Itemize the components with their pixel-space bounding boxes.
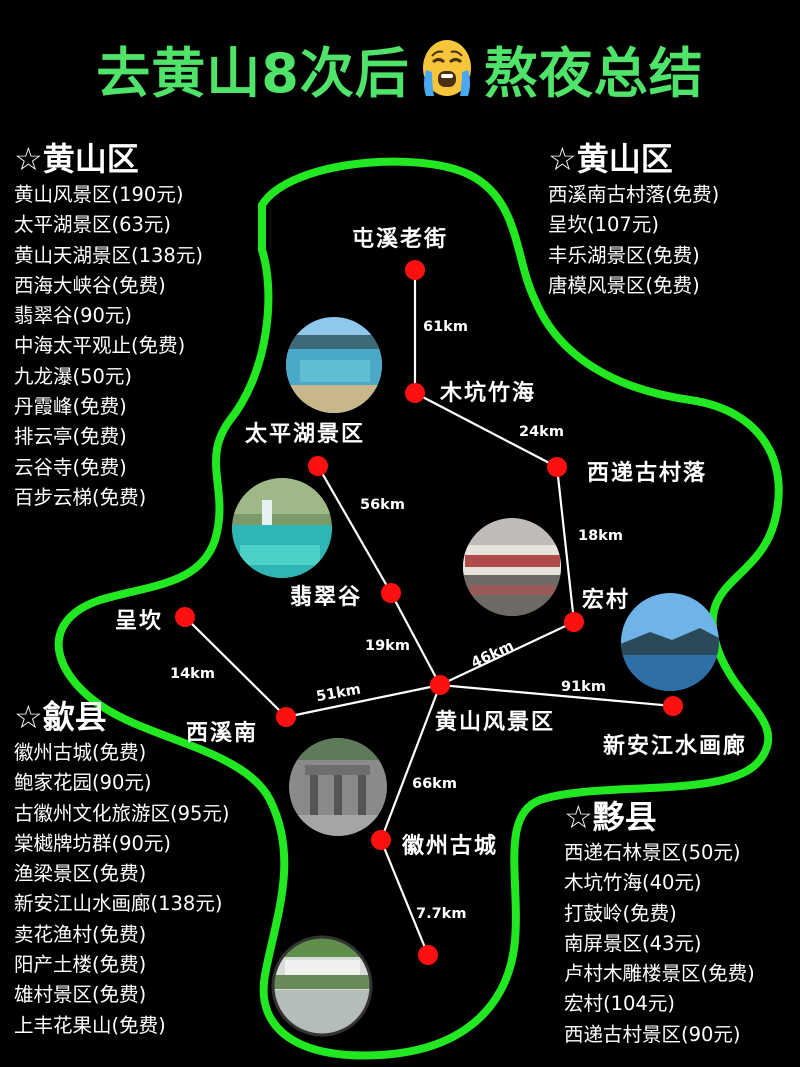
node-hongcun[interactable] xyxy=(564,612,584,632)
list-item: 打鼓岭(免费) xyxy=(564,901,677,925)
list-item: 九龙瀑(50元) xyxy=(14,364,133,388)
node-tunxi[interactable] xyxy=(405,260,425,280)
label-xidi: 西递古村落 xyxy=(587,460,707,486)
region-outline xyxy=(54,157,783,1060)
node-bottom[interactable] xyxy=(418,945,438,965)
list-item: 唐模风景区(免费) xyxy=(548,273,700,297)
label-chengkan: 呈坎 xyxy=(115,608,163,634)
list-item: 西溪南古村落(免费) xyxy=(548,183,720,206)
list-item: 阳产土楼(免费) xyxy=(14,953,147,977)
list-item: 卢村木雕楼景区(免费) xyxy=(564,962,755,986)
edge-feicui-taiping xyxy=(317,465,392,594)
panel-huangshan-district-right: ☆黄山区 西溪南古村落(免费) 呈坎(107元) 丰乐湖景区(免费) 唐模风景区… xyxy=(548,138,719,301)
photo-garden-frame xyxy=(271,935,373,1037)
list-item: 丹霞峰(免费) xyxy=(14,395,127,419)
distance-huangshan-feicui: 19km xyxy=(365,638,410,654)
edge-huizhou-bottom xyxy=(379,839,430,956)
crying-face-icon xyxy=(420,38,474,98)
list-item: 雄村景区(免费) xyxy=(14,983,147,1007)
node-feicui[interactable] xyxy=(381,583,401,603)
label-feicui: 翡翠谷 xyxy=(290,585,362,610)
list-item: 翡翠谷(90元) xyxy=(14,304,133,328)
edge-hongcun-huangshan xyxy=(439,621,575,686)
list-item: 南屏景区(43元) xyxy=(564,931,702,955)
route-lines xyxy=(184,270,674,956)
list-item: 西海大峡谷(免费) xyxy=(14,273,166,297)
list-item: 呈坎(107元) xyxy=(548,213,659,237)
label-xixinan: 西溪南 xyxy=(186,721,258,746)
list-item: 黄山风景区(190元) xyxy=(14,183,184,206)
label-hongcun: 宏村 xyxy=(582,587,630,613)
label-taiping: 太平湖景区 xyxy=(245,422,365,447)
label-mukeng: 木坑竹海 xyxy=(439,380,536,406)
distance-huangshan-xinanjiang: 91km xyxy=(561,679,606,695)
node-xinanjiang[interactable] xyxy=(663,696,683,716)
panel-yixian: ☆黟县 西递石林景区(50元) 木坑竹海(40元) 打鼓岭(免费) 南屏景区(4… xyxy=(564,796,755,1050)
list-item: 西递古村景区(90元) xyxy=(564,1022,741,1046)
list-item: 上丰花果山(免费) xyxy=(14,1013,166,1037)
panel-heading: ☆歙县 xyxy=(14,698,107,736)
label-xinanjiang: 新安江水画廊 xyxy=(603,733,747,759)
node-mukeng[interactable] xyxy=(405,383,425,403)
list-item: 古徽州文化旅游区(95元) xyxy=(14,801,230,825)
distance-mukeng-xidi: 24km xyxy=(519,424,564,440)
list-item: 徽州古城(免费) xyxy=(14,741,147,764)
panel-shexian: ☆歙县 徽州古城(免费) 鲍家花园(90元) 古徽州文化旅游区(95元) 棠樾牌… xyxy=(14,696,230,1041)
node-huangshan[interactable] xyxy=(430,675,450,695)
panel-huangshan-district-left: ☆黄山区 黄山风景区(190元) 太平湖景区(63元) 黄山天湖景区(138元)… xyxy=(14,138,203,513)
photo-xinanjiang-river xyxy=(621,593,719,691)
title-right: 熬夜总结 xyxy=(483,42,704,105)
list-item: 云谷寺(免费) xyxy=(14,455,127,479)
route-nodes xyxy=(175,260,683,965)
label-huizhou: 徽州古城 xyxy=(401,833,498,859)
panel-heading: ☆黟县 xyxy=(564,798,657,836)
title-left: 去黄山8次后 xyxy=(96,42,410,105)
edge-huangshan-huizhou xyxy=(379,684,442,841)
distance-huizhou-bottom: 7.7km xyxy=(416,906,466,922)
list-item: 丰乐湖景区(免费) xyxy=(548,243,700,267)
photo-feicui-waterfall xyxy=(232,478,332,578)
node-huizhou[interactable] xyxy=(371,830,391,850)
edge-huangshan-xixinan xyxy=(285,683,441,719)
node-chengkan[interactable] xyxy=(175,607,195,627)
edge-xidi-hongcun xyxy=(555,466,576,623)
label-huangshan: 黄山风景区 xyxy=(435,710,555,735)
photo-paifang-archway xyxy=(289,738,387,836)
list-item: 棠樾牌坊群(90元) xyxy=(14,831,172,855)
list-item: 黄山天湖景区(138元) xyxy=(14,243,203,267)
page-title: 去黄山8次后 熬夜总结 xyxy=(0,38,800,109)
list-item: 太平湖景区(63元) xyxy=(14,213,172,237)
list-item: 西递石林景区(50元) xyxy=(564,841,741,864)
list-item: 中海太平观止(免费) xyxy=(14,334,186,358)
photo-hongcun-village xyxy=(463,518,561,616)
list-item: 百步云梯(免费) xyxy=(14,485,147,509)
distance-huangshan-xixinan: 51km xyxy=(315,682,362,706)
photo-taiping-lake xyxy=(286,317,382,413)
list-item: 渔梁景区(免费) xyxy=(14,862,147,886)
edge-xixinan-chengkan xyxy=(184,616,287,718)
distance-xidi-hongcun: 18km xyxy=(578,528,623,544)
list-item: 新安江山水画廊(138元) xyxy=(14,892,223,916)
node-taiping[interactable] xyxy=(308,456,328,476)
panel-heading: ☆黄山区 xyxy=(14,140,139,178)
distance-hongcun-huangshan: 46km xyxy=(469,638,516,671)
edge-huangshan-feicui xyxy=(390,592,441,686)
edge-huangshan-xinanjiang xyxy=(439,683,674,708)
list-item: 卖花渔村(免费) xyxy=(14,922,147,946)
distance-feicui-taiping: 56km xyxy=(360,497,405,513)
node-xidi[interactable] xyxy=(547,457,567,477)
list-item: 鲍家花园(90元) xyxy=(14,771,152,795)
distance-tunxi-mukeng: 61km xyxy=(423,319,468,335)
node-xixinan[interactable] xyxy=(276,707,296,727)
list-item: 宏村(104元) xyxy=(564,992,675,1016)
distance-xixinan-chengkan: 14km xyxy=(170,666,215,682)
list-item: 木坑竹海(40元) xyxy=(564,871,702,895)
distance-huangshan-huizhou: 66km xyxy=(412,776,457,792)
list-item: 排云亭(免费) xyxy=(14,425,127,449)
label-tunxi: 屯溪老街 xyxy=(352,226,448,252)
edge-mukeng-xidi xyxy=(414,392,558,468)
panel-heading: ☆黄山区 xyxy=(548,140,673,178)
